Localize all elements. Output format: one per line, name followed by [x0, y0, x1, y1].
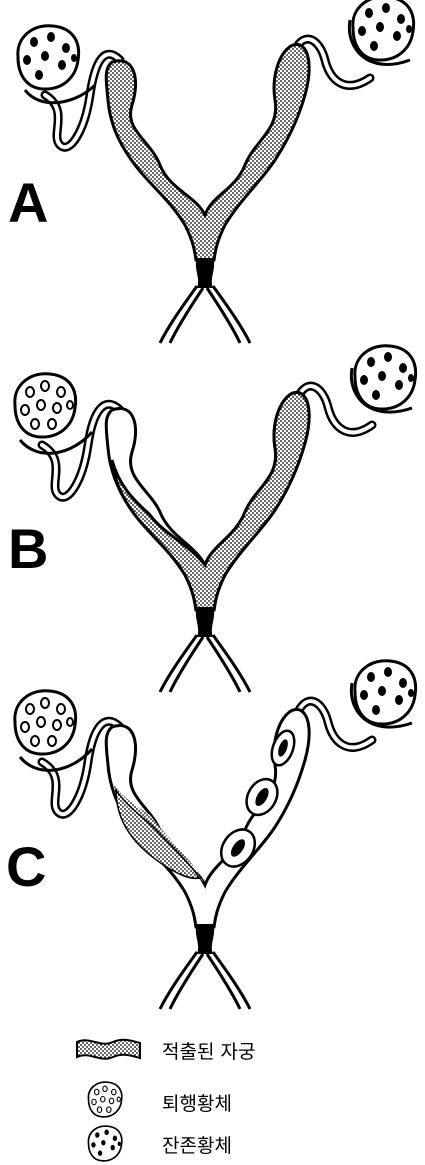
- left-ovary-regressed-icon: [15, 691, 76, 754]
- legend-persistent-label: 잔존황체: [162, 1135, 232, 1157]
- left-ovary-persistent-icon: [18, 26, 79, 89]
- removed-uterus-horns-a: [106, 44, 309, 260]
- right-ovary-persistent-icon: [355, 346, 416, 409]
- panel-label-b: B: [8, 517, 48, 580]
- panel-label-c: C: [6, 835, 46, 898]
- right-ovary-persistent-icon: [355, 661, 416, 724]
- panel-label-a: A: [8, 171, 48, 234]
- regressed-corpus-luteum-swatch-icon: [88, 1082, 121, 1117]
- removed-uterus-swatch: [77, 1040, 140, 1059]
- cervix-b: [160, 607, 250, 692]
- persistent-corpus-luteum-swatch-icon: [88, 1126, 121, 1161]
- legend: 적출된 자궁 퇴행황체 잔존황체: [77, 1040, 255, 1161]
- cervix-c: [160, 924, 250, 1009]
- panel-a: A: [8, 0, 414, 343]
- cervix-a: [160, 258, 250, 343]
- left-ovary-regressed-icon: [15, 374, 76, 437]
- right-ovary-persistent-icon: [353, 0, 414, 60]
- panel-c: C: [6, 661, 416, 1009]
- legend-removed-uterus-label: 적출된 자궁: [162, 1041, 255, 1063]
- legend-regressed-label: 퇴행황체: [162, 1093, 232, 1115]
- panel-b: B: [8, 346, 416, 692]
